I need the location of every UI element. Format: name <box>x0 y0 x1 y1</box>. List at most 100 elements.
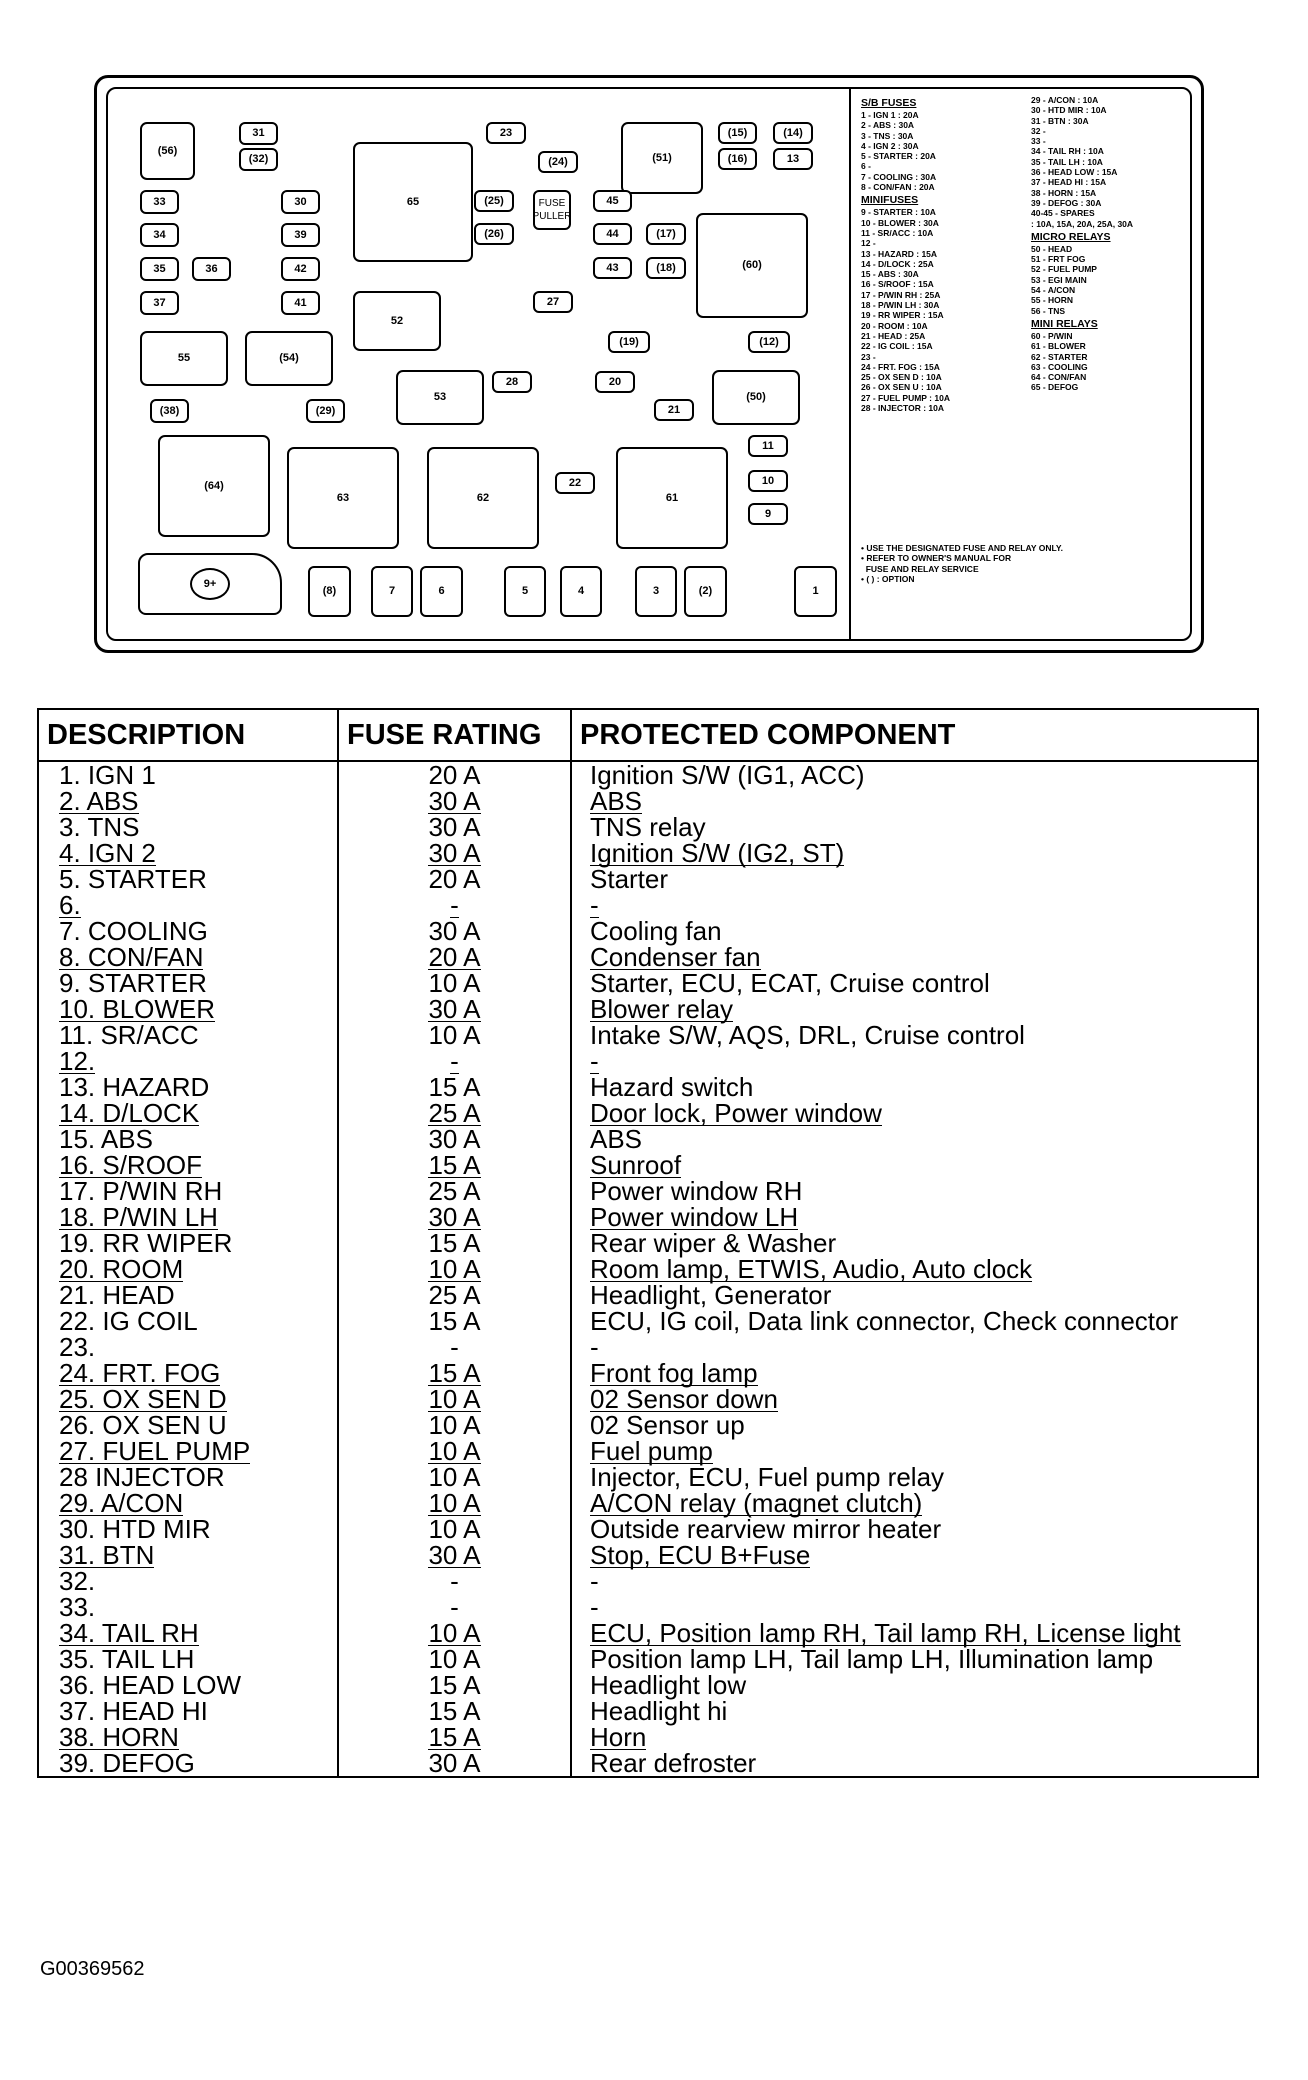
cell-protected-component-text: Stop, ECU B+Fuse <box>590 1540 811 1570</box>
legend-note: • ( ) : OPTION <box>861 573 915 584</box>
cell-fuse-rating: 15 A <box>337 1152 572 1178</box>
cell-description-text: 16. S/ROOF <box>59 1150 203 1180</box>
cell-fuse-rating: 25 A <box>337 1176 572 1206</box>
cell-fuse-rating: 30 A <box>337 996 572 1022</box>
cell-description: 26. OX SEN U <box>37 1410 339 1440</box>
fuse-slot: 20 <box>595 371 635 393</box>
legend-entry: 56 - TNS <box>1031 305 1066 316</box>
cell-protected-component: Rear defroster <box>570 1750 1259 1778</box>
legend-entry: 19 - RR WIPER : 15A <box>861 310 944 321</box>
cell-description: 9. STARTER <box>37 970 339 996</box>
fuse-slot: (54) <box>245 331 333 386</box>
cell-protected-component: ECU, IG coil, Data link connector, Check… <box>570 1306 1259 1336</box>
cell-description: 1. IGN 1 <box>37 761 339 788</box>
cell-description: 10. BLOWER <box>37 996 339 1022</box>
cell-description: 8. CON/FAN <box>37 944 339 970</box>
cell-protected-component: Ignition S/W (IG1, ACC) <box>570 761 1259 788</box>
fuse-slot: 45 <box>593 190 632 212</box>
cell-description-text: 3. TNS <box>59 812 140 842</box>
fuse-slot: 36 <box>192 257 231 281</box>
cell-protected-component: Position lamp LH, Tail lamp LH, Illumina… <box>570 1646 1259 1672</box>
cell-description: 17. P/WIN RH <box>37 1178 339 1204</box>
cell-protected-component: Hazard switch <box>570 1074 1259 1100</box>
cell-description-text: 6. <box>59 890 81 920</box>
cell-protected-component: Outside rearview mirror heater <box>570 1516 1259 1542</box>
cell-protected-component-text: Power window RH <box>590 1176 803 1206</box>
fuse-slot: 4 <box>560 566 602 617</box>
fuse-slot: 44 <box>593 223 632 245</box>
cell-protected-component: Starter, ECU, ECAT, Cruise control <box>570 970 1259 996</box>
legend-entry: 37 - HEAD HI : 15A <box>1031 177 1107 188</box>
cell-description: 15. ABS <box>37 1126 339 1152</box>
cell-description-text: 26. OX SEN U <box>59 1410 227 1440</box>
cell-description-text: 31. BTN <box>59 1540 155 1570</box>
cell-description-text: 34. TAIL RH <box>59 1618 199 1648</box>
legend-entry: 1 - IGN 1 : 20A <box>861 110 919 120</box>
cell-protected-component: ECU, Position lamp RH, Tail lamp RH, Lic… <box>570 1620 1259 1646</box>
cell-protected-component-text: - <box>590 1592 599 1622</box>
cell-description: 23. <box>37 1334 339 1360</box>
cell-fuse-rating: - <box>337 1048 572 1074</box>
cell-fuse-rating-text: 10 A <box>428 1254 481 1284</box>
cell-fuse-rating-text: 30 A <box>428 1202 481 1232</box>
cell-fuse-rating: 30 A <box>337 812 572 842</box>
legend-entry: 65 - DEFOG <box>1031 382 1079 393</box>
cell-fuse-rating: 10 A <box>337 1464 572 1490</box>
fuse-slot: 21 <box>654 399 694 421</box>
cell-description-text: 19. RR WIPER <box>59 1228 233 1258</box>
cell-description-text: 13. HAZARD <box>59 1072 210 1102</box>
fuse-slot: 10 <box>748 470 788 492</box>
cell-description-text: 39. DEFOG <box>59 1748 195 1778</box>
cell-protected-component-text: Power window LH <box>590 1202 799 1232</box>
cell-protected-component-text: Ignition S/W (IG2, ST) <box>590 838 845 868</box>
fuse-slot: (8) <box>308 566 351 617</box>
cell-description: 39. DEFOG <box>37 1748 339 1778</box>
legend-entry: 63 - COOLING <box>1031 361 1088 372</box>
cell-protected-component-text: Headlight low <box>590 1670 747 1700</box>
fuse-slot: (17) <box>646 223 686 245</box>
table-row: 32.-- <box>37 1568 1259 1594</box>
fuse-slot: 23 <box>486 122 526 144</box>
cell-description: 6. <box>37 890 339 920</box>
fuse-slot: (25) <box>474 190 514 212</box>
legend-entry: 12 - <box>861 238 876 249</box>
cell-protected-component-text: Front fog lamp <box>590 1358 758 1388</box>
fuse-slot: (12) <box>748 331 790 353</box>
cell-description: 28 INJECTOR <box>37 1464 339 1490</box>
cell-fuse-rating-text: 25 A <box>428 1176 481 1206</box>
cell-fuse-rating: 30 A <box>337 840 572 866</box>
legend-entry: 51 - FRT FOG <box>1031 254 1086 265</box>
cell-protected-component: Power window RH <box>570 1176 1259 1206</box>
cell-description: 33. <box>37 1594 339 1620</box>
cell-fuse-rating: 20 A <box>337 944 572 970</box>
legend-heading: MINI RELAYS <box>1031 317 1098 330</box>
fuse-slot: 55 <box>140 331 228 386</box>
cell-protected-component-text: Sunroof <box>590 1150 682 1180</box>
cell-protected-component: Door lock, Power window <box>570 1100 1259 1126</box>
cell-fuse-rating: - <box>337 1594 572 1620</box>
cell-protected-component-text: ABS <box>590 1124 643 1154</box>
cell-fuse-rating: 25 A <box>337 1282 572 1308</box>
legend-entry: 32 - <box>1031 125 1046 136</box>
cell-protected-component-text: ECU, IG coil, Data link connector, Check… <box>590 1306 1179 1336</box>
cell-description: 25. OX SEN D <box>37 1386 339 1412</box>
legend-entry: 7 - COOLING : 30A <box>861 171 937 182</box>
cell-fuse-rating: 30 A <box>337 1542 572 1568</box>
legend-note: • USE THE DESIGNATED FUSE AND RELAY ONLY… <box>861 543 1063 553</box>
cell-protected-component: Blower relay <box>570 996 1259 1022</box>
cell-description: 19. RR WIPER <box>37 1228 339 1258</box>
cell-protected-component: Front fog lamp <box>570 1358 1259 1388</box>
cell-description-text: 20. ROOM <box>59 1254 184 1284</box>
legend-notes: • USE THE DESIGNATED FUSE AND RELAY ONLY… <box>861 543 1201 584</box>
cell-protected-component: Injector, ECU, Fuel pump relay <box>570 1464 1259 1490</box>
cell-protected-component: A/CON relay (magnet clutch) <box>570 1490 1259 1516</box>
cell-fuse-rating-text: 30 A <box>428 812 481 842</box>
cell-fuse-rating: 10 A <box>337 1516 572 1542</box>
cell-fuse-rating: 15 A <box>337 1698 572 1724</box>
header-description: DESCRIPTION <box>37 708 339 762</box>
cell-fuse-rating-text: 10 A <box>428 1644 481 1674</box>
